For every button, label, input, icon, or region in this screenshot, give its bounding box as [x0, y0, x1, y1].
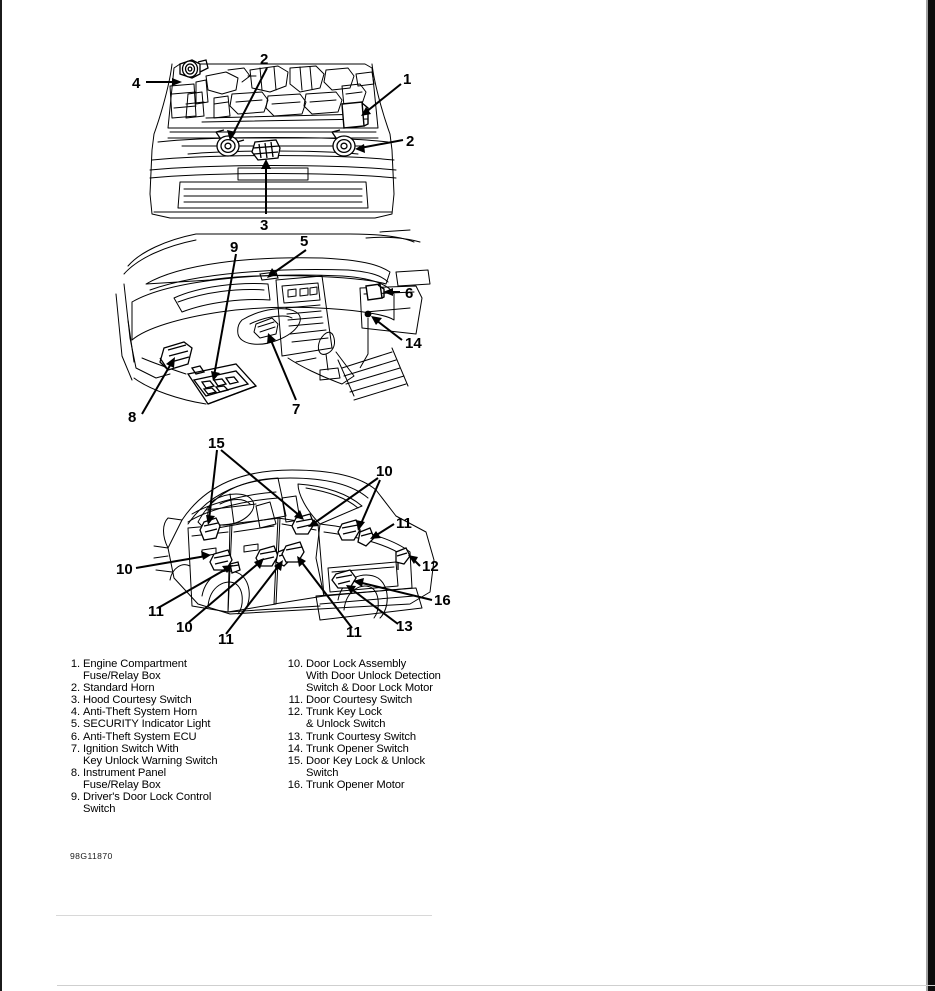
legend-item: 13. Trunk Courtesy Switch [282, 731, 482, 743]
legend-item: 12. Trunk Key Lock & Unlock Switch [282, 706, 482, 730]
callout-7: 7 [292, 401, 300, 418]
legend-item: 4. Anti-Theft System Horn [66, 706, 281, 718]
legend-item: 6. Anti-Theft System ECU [66, 731, 281, 743]
legend-label: Engine Compartment Fuse/Relay Box [83, 658, 187, 683]
legend-item: 10. Door Lock Assembly With Door Unlock … [282, 658, 482, 694]
callout-6: 6 [405, 285, 413, 302]
legend-item: 8. Instrument Panel Fuse/Relay Box [66, 767, 281, 791]
callout-14: 14 [405, 335, 422, 352]
section-divider-upper [56, 915, 432, 916]
legend-label: Hood Courtesy Switch [83, 694, 192, 707]
page-left-edge [0, 0, 2, 991]
callout-4: 4 [132, 75, 141, 92]
legend-label: Ignition Switch With Key Unlock Warning … [83, 742, 218, 767]
legend-item: 11. Door Courtesy Switch [282, 694, 482, 706]
legend-item: 9. Driver's Door Lock Control Switch [66, 791, 281, 815]
callout-9: 9 [230, 239, 238, 256]
legend-item: 14. Trunk Opener Switch [282, 743, 482, 755]
callout-15: 15 [208, 435, 225, 452]
callout-3: 3 [260, 217, 268, 232]
legend-label: Door Courtesy Switch [306, 694, 413, 707]
legend-label: Anti-Theft System ECU [83, 730, 197, 743]
engine-compartment-figure: 4 2 1 2 3 [110, 42, 450, 232]
body-rear-figure: 15 10 11 12 16 13 11 10 11 10 11 [110, 428, 455, 650]
callout-11-left: 11 [148, 603, 164, 620]
legend-number: 6. [70, 730, 80, 743]
callout-11-bottom: 11 [218, 631, 234, 648]
page-right-edge-inner [926, 0, 928, 991]
callout-10-bottom-left: 10 [176, 619, 193, 636]
legend-label: Driver's Door Lock Control Switch [83, 791, 212, 816]
callout-8: 8 [128, 409, 136, 426]
legend-label: Standard Horn [83, 682, 155, 695]
legend-number: 7. [70, 742, 80, 755]
callout-1: 1 [403, 71, 411, 88]
callout-2-right: 2 [406, 133, 414, 150]
legend-label: SECURITY Indicator Light [83, 718, 211, 731]
legend-number: 8. [70, 766, 80, 779]
legend-column-right: 10. Door Lock Assembly With Door Unlock … [282, 658, 482, 791]
legend-number: 12. [287, 706, 303, 719]
page-right-edge [928, 0, 935, 991]
callout-16: 16 [434, 592, 451, 609]
legend-number: 9. [70, 791, 80, 804]
legend-label: Trunk Opener Switch [306, 742, 409, 755]
legend-item: 7. Ignition Switch With Key Unlock Warni… [66, 743, 281, 767]
callout-5: 5 [300, 233, 308, 250]
legend-label: Door Key Lock & Unlock Switch [306, 754, 426, 779]
legend-number: 10. [287, 658, 303, 670]
callout-2-left: 2 [260, 51, 268, 68]
legend-number: 2. [70, 682, 80, 695]
callout-11-right: 11 [396, 515, 412, 532]
callout-10-top-right: 10 [376, 463, 393, 480]
callout-10-left: 10 [116, 561, 133, 578]
legend-number: 16. [287, 778, 303, 791]
legend-number: 14. [287, 742, 303, 755]
legend-item: 3. Hood Courtesy Switch [66, 694, 281, 706]
legend-item: 15. Door Key Lock & Unlock Switch [282, 755, 482, 779]
legend-item: 2. Standard Horn [66, 682, 281, 694]
legend-number: 5. [70, 718, 80, 731]
callout-11-bottom-mid: 11 [346, 624, 362, 641]
figure-code: 98G11870 [70, 851, 113, 861]
legend-column-left: 1. Engine Compartment Fuse/Relay Box 2. … [66, 658, 281, 815]
legend-number: 15. [287, 754, 303, 767]
legend-item: 5. SECURITY Indicator Light [66, 718, 281, 730]
legend-label: Trunk Courtesy Switch [306, 730, 417, 743]
legend-number: 1. [70, 658, 80, 670]
instrument-panel-figure: 9 5 6 14 7 8 [110, 228, 450, 428]
legend-item: 16. Trunk Opener Motor [282, 779, 482, 791]
legend-number: 4. [70, 706, 80, 719]
callout-13: 13 [396, 618, 413, 635]
legend-label: Trunk Key Lock & Unlock Switch [306, 706, 386, 731]
legend-item: 1. Engine Compartment Fuse/Relay Box [66, 658, 281, 682]
legend-number: 11. [288, 694, 304, 707]
callout-12: 12 [422, 558, 439, 575]
legend-label: Instrument Panel Fuse/Relay Box [83, 766, 166, 791]
legend-label: Trunk Opener Motor [306, 778, 405, 791]
legend-label: Anti-Theft System Horn [83, 706, 198, 719]
section-divider-lower [57, 985, 935, 986]
legend-number: 3. [70, 694, 80, 707]
legend-number: 13. [287, 730, 303, 743]
legend-label: Door Lock Assembly With Door Unlock Dete… [306, 658, 441, 695]
